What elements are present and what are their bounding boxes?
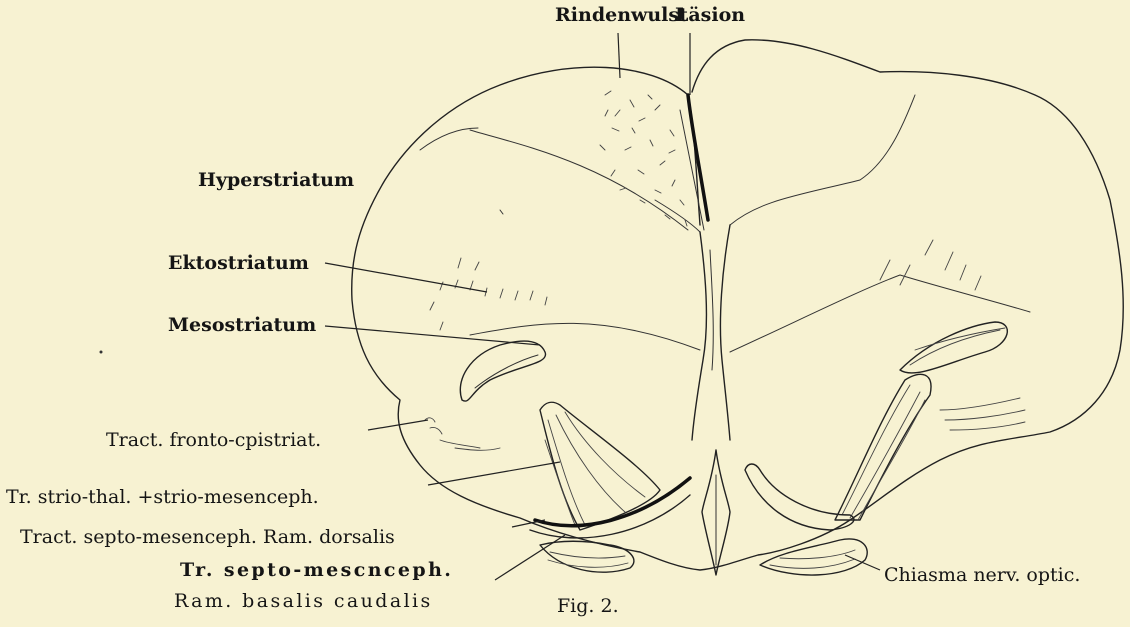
label-hyperstriatum: Hyperstriatum [198, 171, 354, 190]
figure-caption: Fig. 2. [557, 597, 619, 616]
strio-thal-fibers [545, 412, 645, 525]
label-tract-fronto: Tract. fronto-cpistriat. [106, 431, 321, 450]
label-tr-strio: Tr. strio-thal. +strio-mesenceph. [6, 488, 319, 507]
rindenwulst-stipple [600, 91, 687, 226]
lamina-mesostriatum [470, 323, 700, 350]
right-chiasma [760, 539, 867, 575]
lamina-right-upper [730, 95, 915, 225]
label-mesostriatum: Mesostriatum [168, 316, 316, 335]
label-laesion: Läsion [675, 6, 745, 25]
label-tr-septo-line1: Tr. septo-mescnceph. [180, 561, 453, 580]
label-ektostriatum: Ektostriatum [168, 254, 309, 273]
right-mid-fibers [940, 398, 1025, 430]
midline-inner [710, 250, 713, 370]
midline-left [692, 232, 706, 440]
septo-dorsal-arc [535, 478, 690, 526]
stray-dot [100, 351, 103, 354]
lamina-dorsalis [655, 200, 700, 232]
label-rindenwulst: Rindenwulst [555, 6, 688, 25]
leader-chiasma [845, 555, 880, 570]
right-strio-bundle [835, 374, 931, 520]
right-upper-bundle [900, 322, 1007, 373]
lamina-hyperstriatum [470, 130, 688, 230]
hyper-tick [500, 210, 503, 214]
right-upper-fibers [910, 328, 1005, 365]
label-tr-septo-line2: Ram. basalis caudalis [174, 592, 433, 611]
right-hatching [880, 240, 981, 290]
label-tract-septo-dorsalis: Tract. septo-mesenceph. Ram. dorsalis [20, 528, 395, 547]
brain-outline [352, 40, 1124, 570]
basalis-fibers [548, 552, 628, 567]
mesostriatum-arc [460, 341, 545, 401]
right-strio-fibers [842, 385, 925, 520]
fronto-epistriatum-tract [425, 418, 500, 450]
leader-rindenwulst [618, 33, 620, 78]
ektostriatum-hatching [430, 258, 547, 330]
lamina-upper-left [420, 128, 478, 150]
midline-right [720, 225, 730, 440]
right-chiasma-fibers [770, 550, 855, 568]
leader-ektostriatum [325, 263, 487, 292]
leader-tr-strio [428, 462, 560, 485]
label-chiasma: Chiasma nerv. optic. [884, 566, 1080, 585]
lamina-right-middle [730, 275, 1030, 352]
